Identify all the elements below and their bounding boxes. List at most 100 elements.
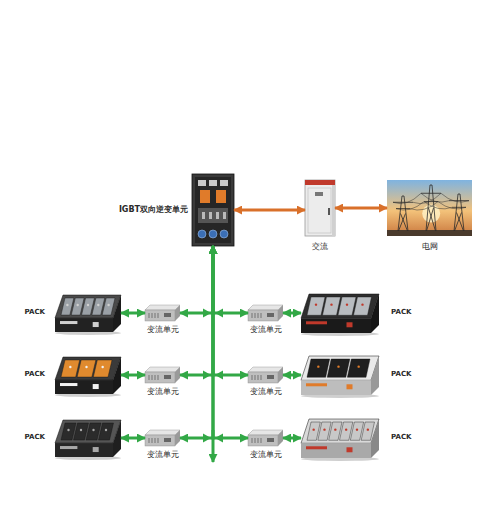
- conv-art: [248, 430, 283, 446]
- module-terminal: [97, 304, 99, 306]
- battery-pack: PACK: [55, 354, 121, 396]
- pack-label: PACK: [25, 434, 45, 442]
- cabinet-body: [192, 174, 234, 246]
- cabinet-breaker: [209, 230, 217, 238]
- battery-module: [307, 359, 330, 377]
- cabinet-panel: [220, 180, 228, 186]
- pack-connector: [93, 447, 99, 452]
- battery-module: [74, 423, 89, 440]
- module-terminal: [334, 428, 336, 430]
- converter-front: [248, 435, 278, 446]
- pack-connector: [306, 383, 327, 386]
- battery-module: [347, 359, 370, 377]
- converter-grille: [255, 313, 256, 318]
- pack-connector: [347, 447, 353, 452]
- pack-side: [113, 420, 121, 457]
- grid-art: [387, 180, 472, 236]
- converter-grille: [261, 438, 262, 443]
- battery-pack: PACK: [55, 417, 121, 459]
- battery-module: [327, 359, 350, 377]
- battery-module: [307, 297, 325, 315]
- bus-junction-head: [203, 371, 211, 380]
- pack-front: [55, 380, 113, 394]
- ac-cabinet-body: [305, 180, 335, 236]
- converter-port: [267, 375, 274, 379]
- conv-art: [248, 305, 283, 321]
- module-terminal: [356, 428, 358, 430]
- power-flow-arrow: [335, 207, 387, 210]
- module-terminal: [312, 428, 314, 430]
- module-terminal: [69, 366, 71, 368]
- dc-bus-connector: [213, 246, 248, 375]
- pack-label: PACK: [391, 434, 411, 442]
- power-line: [393, 193, 421, 203]
- sky: [387, 180, 472, 236]
- dc-bus-connector: [213, 246, 248, 438]
- module-terminal: [87, 304, 89, 306]
- converter-grille: [152, 375, 153, 380]
- converter-port: [267, 438, 274, 442]
- converter-grille: [252, 375, 253, 380]
- battery-module: [338, 297, 356, 315]
- pack-front: [55, 443, 113, 457]
- battery-module: [77, 360, 96, 377]
- converter-grille: [258, 375, 259, 380]
- cabinet-breaker: [198, 230, 206, 238]
- module-terminal: [66, 304, 68, 306]
- converter-front: [145, 435, 175, 446]
- pack-label: PACK: [391, 371, 411, 379]
- module-terminal: [323, 428, 325, 430]
- conv-art: [145, 305, 180, 321]
- bus-junction-head: [215, 434, 223, 443]
- pack-art: [301, 416, 379, 460]
- converter-top: [248, 430, 283, 435]
- bus-junction-head: [215, 371, 223, 380]
- converter-grille: [152, 438, 153, 443]
- cabinet-switch: [209, 212, 212, 219]
- battery-pack: PACK: [55, 292, 121, 334]
- power-flow-arrow: [283, 437, 301, 440]
- converter-port: [164, 313, 171, 317]
- converter-unit: 变流单元: [248, 305, 283, 321]
- cabinet-breaker: [220, 230, 228, 238]
- node-label: 电网: [422, 243, 438, 252]
- converter-unit: 变流单元: [145, 305, 180, 321]
- bus-junction-head: [203, 309, 211, 318]
- battery-module: [323, 297, 341, 315]
- cabinet-door: [195, 177, 231, 243]
- module-terminal: [357, 365, 359, 367]
- dc-bus-connector: [180, 246, 213, 375]
- converter-grille: [252, 438, 253, 443]
- pack-connector: [60, 383, 77, 386]
- module-terminal: [80, 429, 82, 431]
- converter-top: [248, 367, 283, 372]
- battery-module: [86, 423, 101, 440]
- power-flow-arrow: [121, 437, 145, 440]
- battery-module: [354, 297, 372, 315]
- pack-side: [113, 357, 121, 394]
- conv-art: [145, 367, 180, 383]
- pack-connector: [60, 446, 77, 449]
- converter-grille: [149, 313, 150, 318]
- converter-grille: [149, 375, 150, 380]
- power-flow-arrow: [121, 312, 145, 315]
- pack-art: [55, 354, 121, 396]
- battery-module: [361, 422, 374, 440]
- converter-unit: 变流单元: [145, 367, 180, 383]
- dc-bus-connector: [213, 246, 248, 313]
- converter-side: [175, 430, 180, 446]
- pack-art: [301, 291, 379, 335]
- converter-grille: [155, 438, 156, 443]
- acbox-art: [305, 180, 335, 236]
- pylon: [421, 185, 441, 231]
- pack-art: [301, 353, 379, 397]
- converter-grille: [155, 313, 156, 318]
- dc-bus-connector: [180, 246, 213, 313]
- battery-module: [99, 423, 114, 440]
- converter-unit: 变流单元: [248, 367, 283, 383]
- pack-connector: [306, 321, 327, 324]
- ground: [387, 230, 472, 236]
- battery-module: [61, 360, 80, 377]
- module-terminal: [317, 365, 319, 367]
- ac-cabinet-side: [332, 185, 335, 236]
